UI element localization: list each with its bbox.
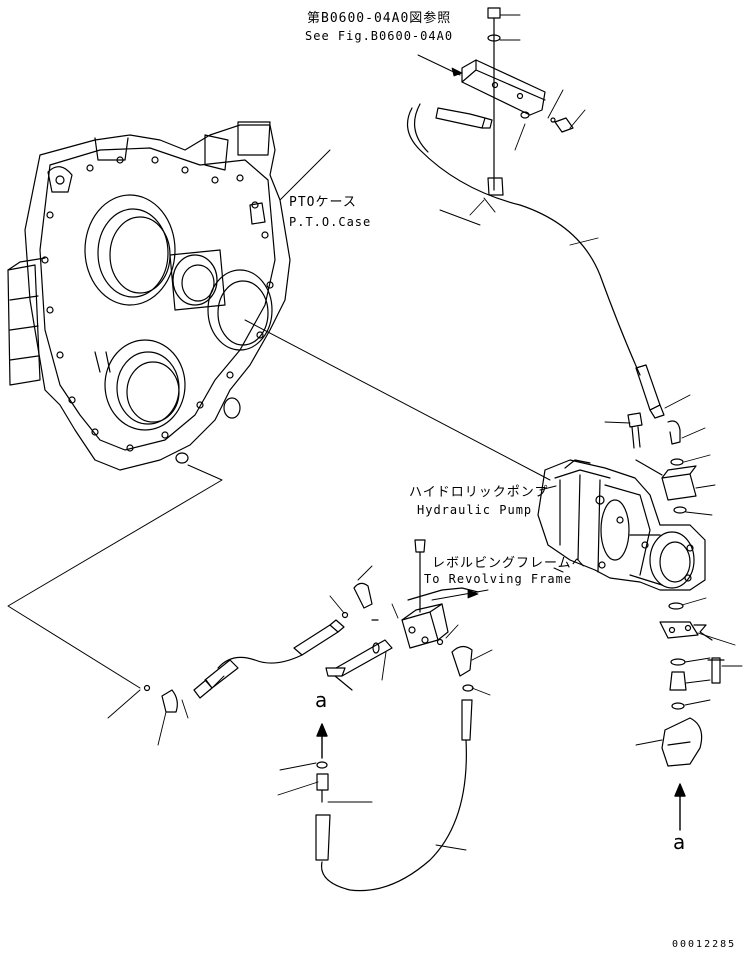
reference-lines [7, 54, 564, 689]
reference-label-en: See Fig.B0600-04A0 [305, 29, 454, 43]
reference-label-jp: 第B0600-04A0図参照 [307, 11, 452, 26]
view-marker-left: a [315, 688, 328, 712]
lower-hose [315, 699, 473, 892]
callout-leaders [107, 14, 743, 851]
hydraulic-pump [537, 459, 706, 591]
pto-case [7, 121, 291, 471]
left-hose [143, 619, 345, 713]
pump-label-jp: ハイドロリックポンプ [409, 485, 549, 500]
pump-fittings [627, 412, 725, 767]
top-bracket-assembly [406, 7, 665, 419]
pump-label-en: Hydraulic Pump [417, 503, 533, 517]
center-block-assembly [325, 539, 479, 692]
view-arrows [316, 67, 686, 831]
frame-label-en: To Revolving Frame [424, 572, 573, 586]
frame-label-jp: レボルビングフレームへ [432, 556, 586, 571]
pto-case-label-en: P.T.O.Case [289, 215, 372, 229]
view-marker-right: a [673, 830, 686, 854]
pto-case-label-jp: PTOケース [289, 195, 357, 210]
document-number: 00012285 [672, 939, 737, 950]
